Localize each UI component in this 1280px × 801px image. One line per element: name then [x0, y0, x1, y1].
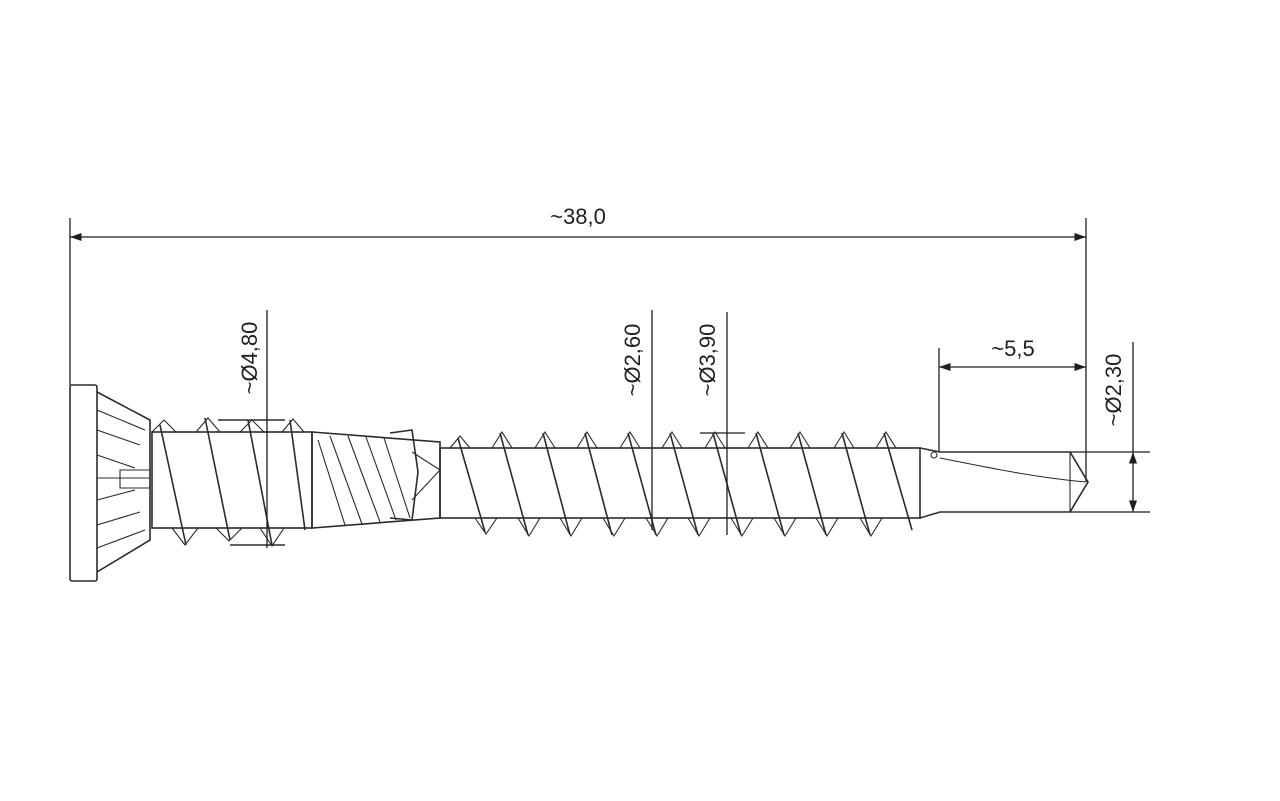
head-thread [151, 417, 313, 547]
screw-head [69, 384, 151, 582]
core-diameter-label: ~Ø2,60 [620, 324, 645, 397]
thread-diameter-label: ~Ø3,90 [695, 324, 720, 397]
drill-point-diameter-label: ~Ø2,30 [1101, 354, 1126, 427]
overall-length-label: ~38,0 [550, 204, 606, 229]
drill-point [919, 447, 1089, 519]
drill-point-length-label: ~5,5 [991, 336, 1034, 361]
reamer-ribs [311, 429, 441, 529]
head-thread-diameter-label: ~Ø4,80 [237, 322, 262, 395]
threaded-shank [439, 430, 921, 538]
dimension-lines [69, 218, 1150, 548]
